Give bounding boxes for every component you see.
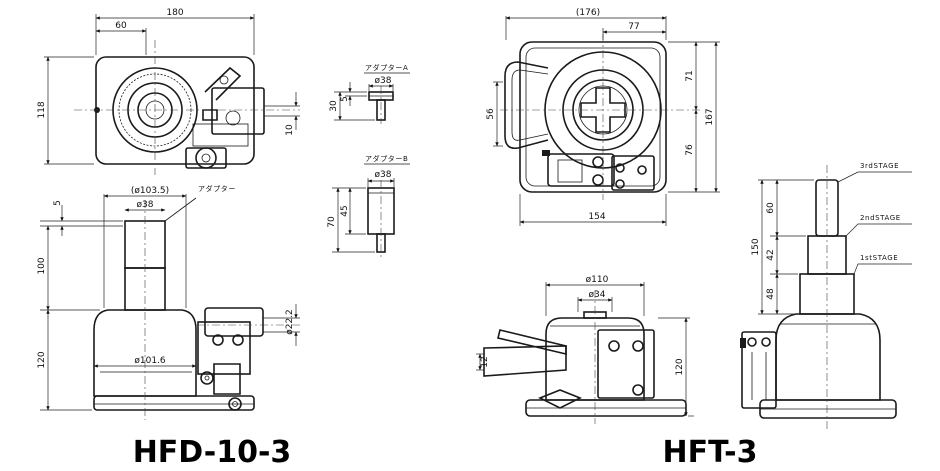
hft-stage1-label: 1stSTAGE [860, 254, 898, 262]
model-title-hft: HFT-3 [663, 435, 758, 470]
adapter-a-dia: ø38 [375, 76, 392, 86]
hft-stage2-label: 2ndSTAGE [860, 214, 901, 222]
hft-base-width: 154 [588, 212, 605, 222]
hft-stage3-label: 3rdSTAGE [860, 162, 899, 170]
hfd-handle-offset: 60 [115, 21, 127, 31]
adapter-b-body: 45 [340, 205, 350, 216]
hft-stage3-height: 60 [766, 202, 776, 214]
hfd-top-depth: 118 [37, 101, 47, 118]
hfd-top-dims [44, 14, 300, 165]
adapter-b-label: アダプターB [365, 154, 408, 163]
adapter-a-height: 30 [329, 100, 339, 112]
adapter-b-drawing [332, 163, 410, 258]
hft-pump-height: 12 [480, 356, 490, 367]
adapter-a-label: アダプターA [365, 63, 408, 72]
hft-top-view [500, 34, 700, 200]
hfd-pump-dia: ø22.2 [285, 309, 295, 335]
adapter-b-dia: ø38 [375, 170, 392, 180]
hfd-outer-dia: (ø103.5) [131, 186, 169, 196]
hft-stage-total: 150 [751, 238, 761, 255]
hfd-stroke: 100 [37, 257, 47, 274]
adapter-a-drawing [334, 72, 410, 124]
hft-top-dims [493, 16, 720, 226]
hft-top-width: (176) [576, 8, 600, 18]
adapter-a-step: 5 [340, 96, 350, 102]
hft-ram-dia: ø34 [589, 290, 606, 300]
adapter-b-height: 70 [327, 216, 337, 228]
hfd-socket-depth: 10 [285, 124, 295, 136]
model-title-hfd: HFD-10-3 [133, 435, 292, 470]
hft-body-height: 120 [675, 358, 685, 375]
hft-handle-depth: 56 [486, 108, 496, 120]
hfd-top-view [74, 40, 300, 175]
hft-upper-depth: 71 [685, 70, 695, 81]
hfd-body-height: 120 [37, 351, 47, 368]
hft-front-dims [476, 282, 694, 417]
hft-stage2-height: 42 [766, 249, 776, 260]
hfd-ram-dia: ø38 [137, 200, 154, 210]
hfd-adapter-label: アダプター [198, 184, 236, 193]
hft-total-depth: 167 [705, 108, 715, 125]
hfd-side-view [93, 197, 300, 420]
hfd-base-dia: ø101.6 [134, 356, 166, 366]
hfd-side-dims [40, 194, 300, 411]
hfd-top-width: 180 [166, 8, 183, 18]
hft-lower-depth: 76 [685, 144, 695, 156]
hft-side-dims [758, 171, 912, 315]
hft-stage1-height: 48 [766, 288, 776, 300]
hft-outer-dia: ø110 [586, 275, 609, 285]
hft-front-view [483, 290, 687, 424]
hft-side-view [740, 165, 897, 430]
hft-half-width: 77 [628, 22, 639, 32]
hfd-ram-top: 5 [53, 200, 63, 206]
